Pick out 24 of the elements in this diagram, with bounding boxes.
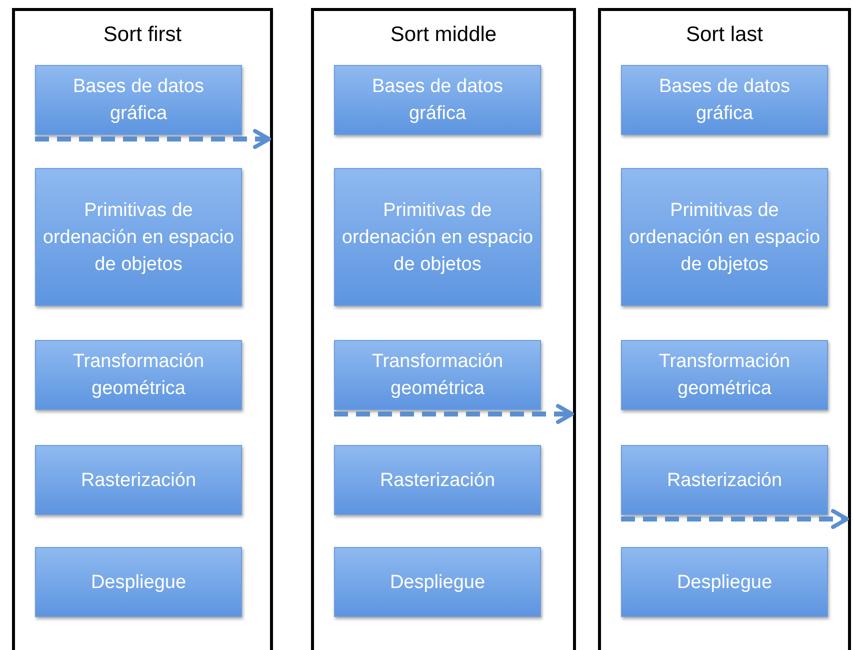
column-panel (311, 8, 576, 650)
process-box: Transformación geométrica (35, 340, 242, 410)
process-box: Primitivas de ordenación en espacio de objetos (35, 168, 242, 306)
process-box: Transformación geométrica (621, 340, 828, 410)
process-box: Rasterización (35, 445, 242, 515)
dashed-arrow (35, 129, 271, 149)
process-box: Despliegue (35, 547, 242, 617)
column-panel (12, 8, 273, 650)
process-box: Bases de datos gráfica (334, 65, 541, 135)
dashed-arrow (334, 404, 574, 424)
column-title: Sort first (102, 23, 183, 47)
process-box: Primitivas de ordenación en espacio de objetos (621, 168, 828, 306)
process-box: Despliegue (621, 547, 828, 617)
process-box: Bases de datos gráfica (621, 65, 828, 135)
column-title: Sort last (684, 23, 764, 47)
column-panel (598, 8, 851, 650)
process-box: Primitivas de ordenación en espacio de objetos (334, 168, 541, 306)
process-box: Despliegue (334, 547, 541, 617)
column-title: Sort middle (389, 23, 498, 47)
process-box: Bases de datos gráfica (35, 65, 242, 135)
process-box: Transformación geométrica (334, 340, 541, 410)
dashed-arrow (621, 509, 849, 529)
process-box: Rasterización (621, 445, 828, 515)
process-box: Rasterización (334, 445, 541, 515)
